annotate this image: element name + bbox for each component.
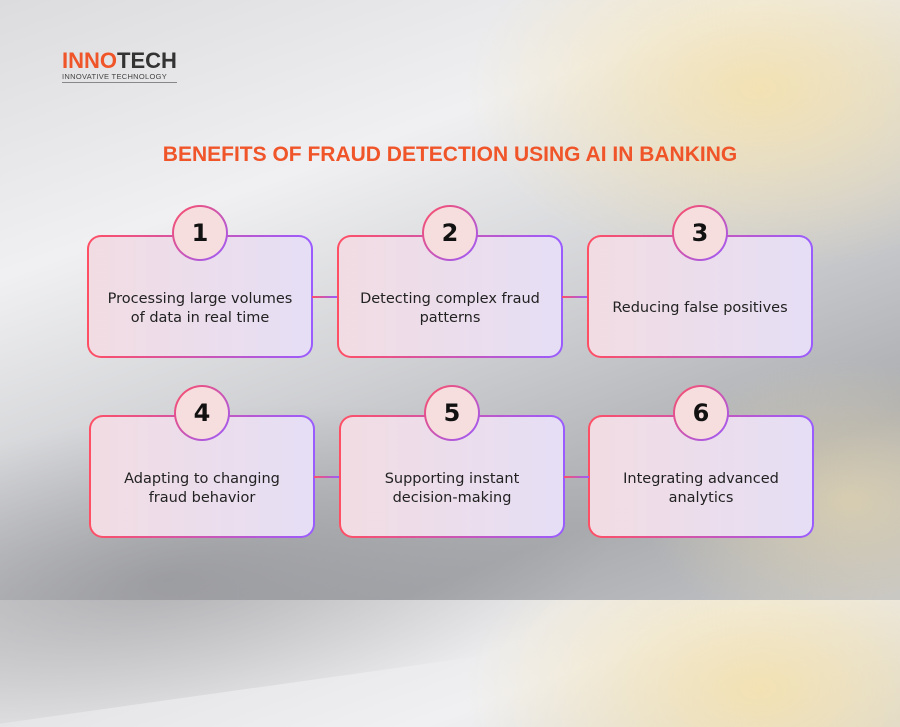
benefit-text: Detecting complex fraud patterns [360, 290, 540, 326]
logo-tagline: INNOVATIVE TECHNOLOGY [62, 72, 177, 83]
benefit-card-1: Processing large volumes of data in real… [87, 235, 313, 358]
benefit-card-2: Detecting complex fraud patterns [337, 235, 563, 358]
benefit-card-5: Supporting instant decision-making [339, 415, 565, 538]
benefit-card-3: Reducing false positives [587, 235, 813, 358]
number-badge-2: 2 [422, 205, 478, 261]
number-badge-3: 3 [672, 205, 728, 261]
number-badge-4: 4 [174, 385, 230, 441]
number-badge-5: 5 [424, 385, 480, 441]
logo-tech: TECH [117, 48, 177, 73]
connector [314, 476, 339, 478]
benefit-text: Processing large volumes of data in real… [107, 290, 293, 326]
number-badge-1: 1 [172, 205, 228, 261]
logo: INNOTECH INNOVATIVE TECHNOLOGY [62, 50, 177, 83]
connector [312, 296, 337, 298]
benefit-card-6: Integrating advanced analytics [588, 415, 814, 538]
logo-inno: INNO [62, 48, 117, 73]
benefit-text: Adapting to changing fraud behavior [124, 470, 280, 506]
page-title: BENEFITS OF FRAUD DETECTION USING AI IN … [162, 143, 738, 166]
benefit-text: Supporting instant decision-making [384, 470, 520, 506]
number-badge-6: 6 [673, 385, 729, 441]
benefit-text: Integrating advanced analytics [623, 470, 779, 506]
connector [564, 476, 589, 478]
connector [562, 296, 587, 298]
benefit-card-4: Adapting to changing fraud behavior [89, 415, 315, 538]
benefit-text: Reducing false positives [612, 300, 788, 316]
